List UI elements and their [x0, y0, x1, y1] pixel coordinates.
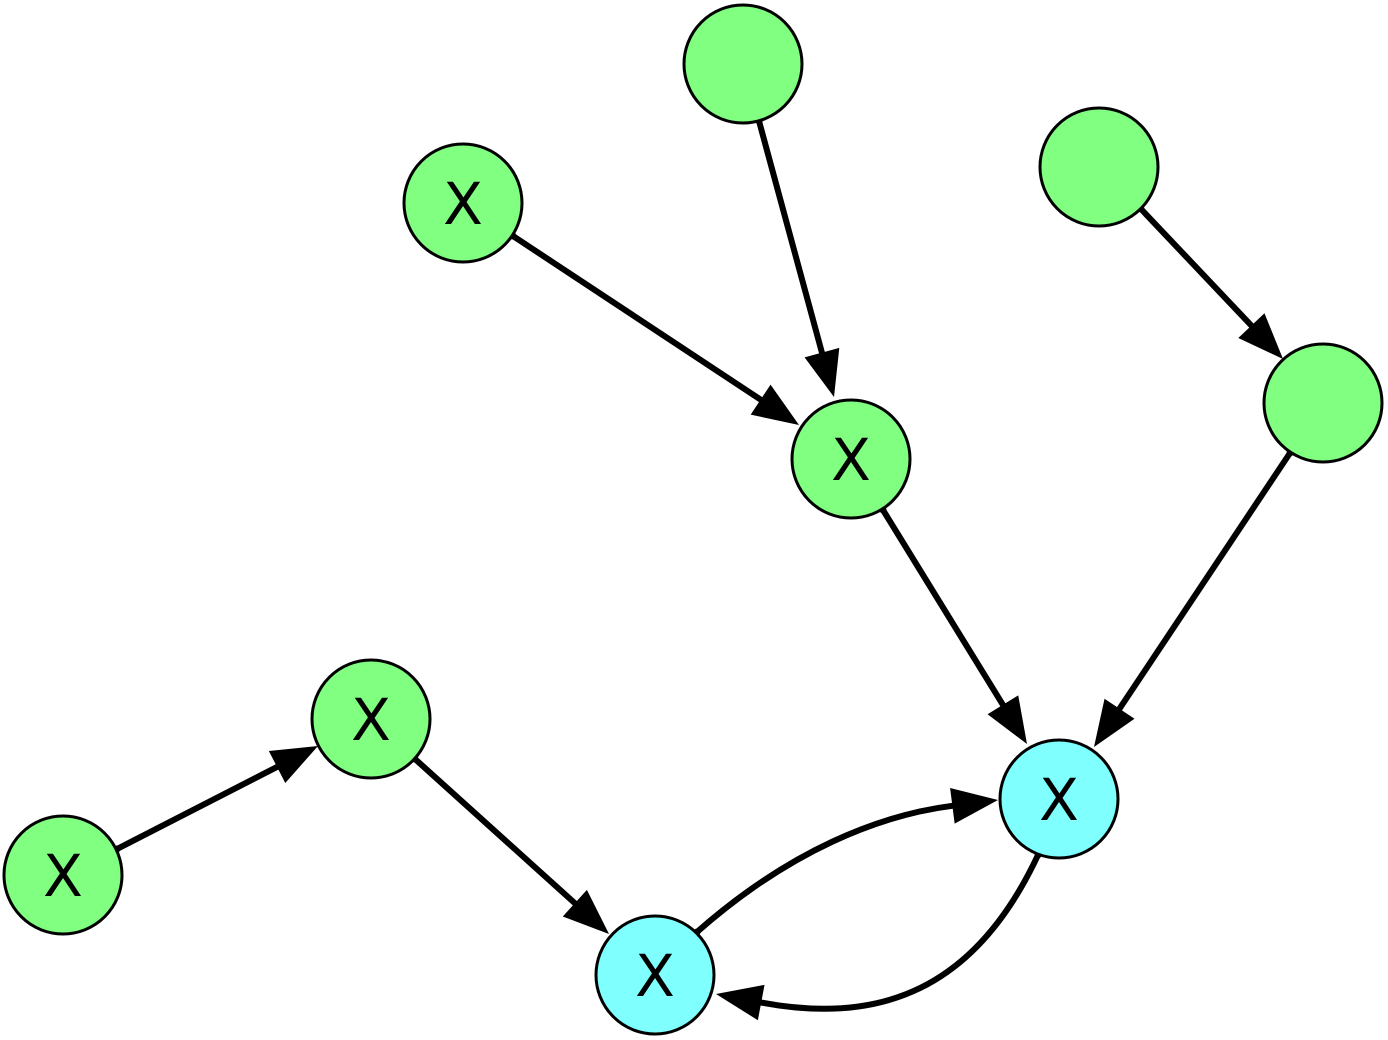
edge-n7-to-n6 — [113, 746, 318, 853]
edge-n5-to-n8 — [1094, 449, 1294, 747]
node-label: X — [351, 686, 391, 754]
node-label: X — [1039, 766, 1079, 834]
node-circle — [2, 814, 124, 936]
arrowhead-icon — [562, 889, 609, 934]
graph-node-n4: X — [790, 398, 912, 520]
graph-node-n2: X — [402, 142, 524, 264]
edge-line — [510, 233, 764, 403]
edge-n1-to-n4 — [755, 117, 840, 397]
nodes-layer: X X X X X X — [2, 3, 1384, 1036]
node-circle — [998, 738, 1120, 860]
edge-line — [880, 507, 1006, 708]
arrowhead-icon — [716, 984, 765, 1021]
node-circle — [310, 658, 432, 780]
graph-node-n5 — [1262, 342, 1384, 464]
edge-line — [1138, 206, 1255, 329]
node-circle — [402, 142, 524, 264]
node-label: X — [43, 842, 83, 910]
edge-line — [756, 118, 825, 356]
edge-n2-to-n4 — [509, 232, 799, 425]
edge-line — [114, 763, 281, 852]
node-label: X — [831, 426, 871, 494]
arrowhead-icon — [804, 347, 840, 397]
arrowhead-icon — [1238, 313, 1283, 359]
node-label: X — [635, 942, 675, 1010]
arrowhead-icon — [950, 787, 998, 824]
graph-node-n6: X — [310, 658, 432, 780]
arrowhead-icon — [750, 384, 799, 425]
graph-node-n1 — [682, 3, 804, 125]
edge-n4-to-n8 — [879, 506, 1027, 744]
node-circle — [1262, 342, 1384, 464]
arrowhead-icon — [1094, 698, 1135, 747]
graph-node-n8: X — [998, 738, 1120, 860]
edges-layer — [113, 117, 1294, 1021]
arrowhead-icon — [987, 695, 1027, 744]
arrowhead-icon — [268, 746, 318, 783]
edge-n9-to-n8 — [693, 787, 998, 936]
node-circle — [594, 914, 716, 1036]
node-circle — [682, 3, 804, 125]
edge-line — [694, 802, 956, 935]
node-circle — [1038, 106, 1160, 228]
edge-line — [412, 756, 578, 907]
graph-node-n7: X — [2, 814, 124, 936]
node-circle — [790, 398, 912, 520]
edge-n6-to-n9 — [411, 755, 609, 934]
graph-node-n9: X — [594, 914, 716, 1036]
graph-node-n3 — [1038, 106, 1160, 228]
edge-line — [1116, 450, 1293, 712]
edge-line — [758, 852, 1041, 1012]
node-label: X — [443, 170, 483, 238]
edge-n3-to-n5 — [1137, 205, 1283, 359]
